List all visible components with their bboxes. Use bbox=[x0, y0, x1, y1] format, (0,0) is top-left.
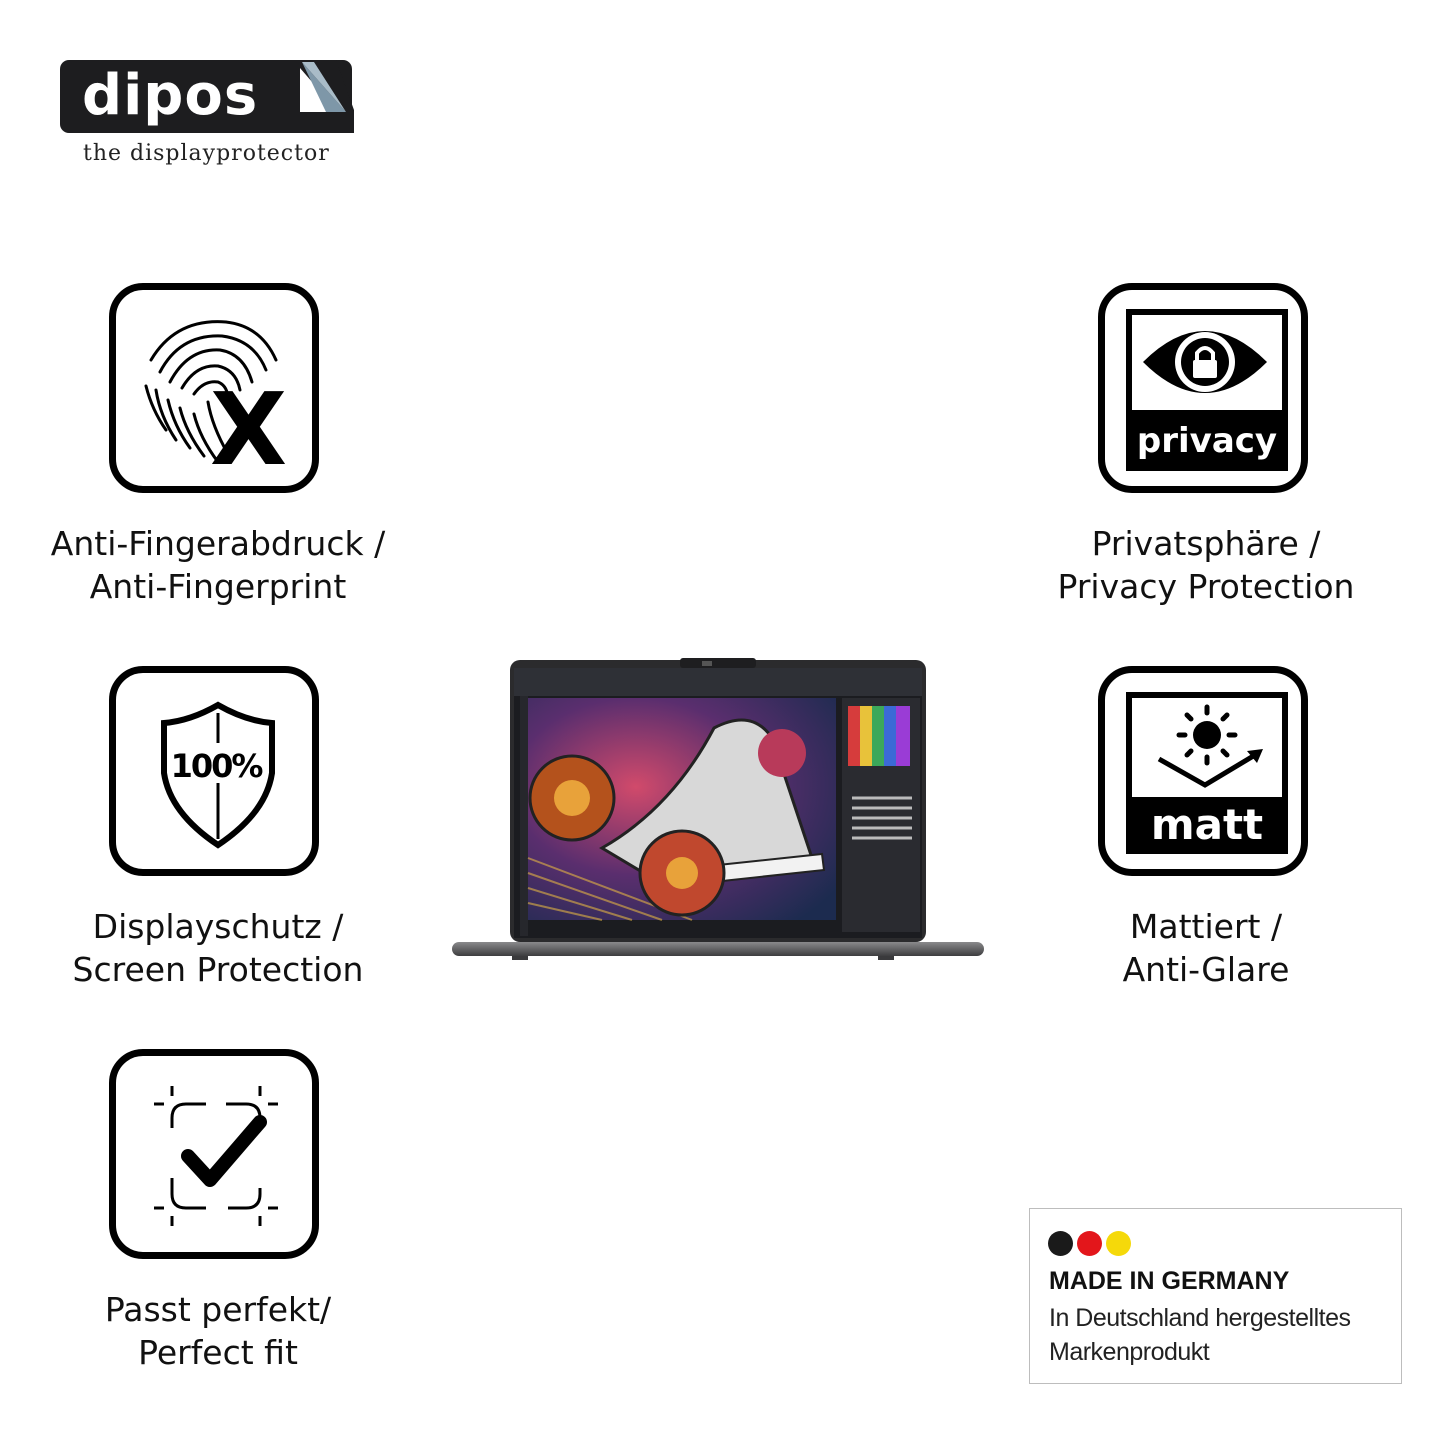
feature-tile-screen-protection: 100% bbox=[109, 666, 319, 876]
caption-line-en: Screen Protection bbox=[72, 950, 364, 989]
caption-line-en: Anti-Glare bbox=[1122, 950, 1290, 989]
flag-dot-gold bbox=[1106, 1231, 1131, 1256]
feature-tile-anti-fingerprint: X bbox=[109, 283, 319, 493]
privacy-badge-text: privacy bbox=[1137, 421, 1277, 461]
feature-caption-privacy: Privatsphäre / Privacy Protection bbox=[996, 522, 1416, 608]
fit-check-icon bbox=[154, 1086, 278, 1226]
made-in-germany-heading: MADE IN GERMANY bbox=[1049, 1267, 1290, 1295]
caption-line-de: Passt perfekt/ bbox=[104, 1290, 332, 1329]
flag-dot-black bbox=[1048, 1231, 1073, 1256]
privacy-eye-lock-icon: privacy bbox=[1126, 309, 1288, 471]
made-in-germany-badge: MADE IN GERMANY In Deutschland hergestel… bbox=[1029, 1208, 1402, 1384]
matt-badge-text: matt bbox=[1151, 800, 1263, 849]
feature-caption-matt: Mattiert / Anti-Glare bbox=[996, 905, 1416, 991]
caption-line-en: Anti-Fingerprint bbox=[89, 567, 347, 606]
caption-line-en: Privacy Protection bbox=[1057, 567, 1355, 606]
peel-corner-icon bbox=[296, 60, 354, 133]
shield-100-icon: 100% bbox=[161, 701, 275, 849]
feature-caption-perfect-fit: Passt perfekt/ Perfect fit bbox=[8, 1288, 428, 1374]
feature-caption-anti-fingerprint: Anti-Fingerabdruck / Anti-Fingerprint bbox=[8, 522, 428, 608]
shield-badge-text: 100% bbox=[171, 747, 264, 785]
feature-tile-perfect-fit bbox=[109, 1049, 319, 1259]
caption-line-de: Displayschutz / bbox=[92, 907, 344, 946]
logo-tagline: the displayprotector bbox=[83, 141, 330, 166]
german-flag-dots bbox=[1048, 1231, 1135, 1256]
svg-text:X: X bbox=[210, 371, 287, 486]
fingerprint-x-icon: X bbox=[144, 320, 287, 486]
logo-wordmark: dipos bbox=[82, 63, 259, 128]
caption-line-en: Perfect fit bbox=[138, 1333, 298, 1372]
flag-dot-red bbox=[1077, 1231, 1102, 1256]
caption-line-de: Mattiert / bbox=[1129, 907, 1283, 946]
feature-tile-matt: matt bbox=[1098, 666, 1308, 876]
brand-logo: dipos the displayprotector bbox=[60, 60, 355, 170]
made-in-germany-line2: Markenprodukt bbox=[1049, 1338, 1210, 1366]
made-in-germany-line1: In Deutschland hergestelltes bbox=[1049, 1304, 1351, 1332]
made-in-germany-text: In Deutschland hergestelltes Markenprodu… bbox=[1049, 1301, 1351, 1369]
caption-line-de: Anti-Fingerabdruck / bbox=[50, 524, 386, 563]
laptop-image bbox=[452, 658, 984, 960]
feature-caption-screen-protection: Displayschutz / Screen Protection bbox=[8, 905, 428, 991]
sun-matt-icon: matt bbox=[1126, 692, 1288, 854]
feature-tile-privacy: privacy bbox=[1098, 283, 1308, 493]
caption-line-de: Privatsphäre / bbox=[1091, 524, 1321, 563]
